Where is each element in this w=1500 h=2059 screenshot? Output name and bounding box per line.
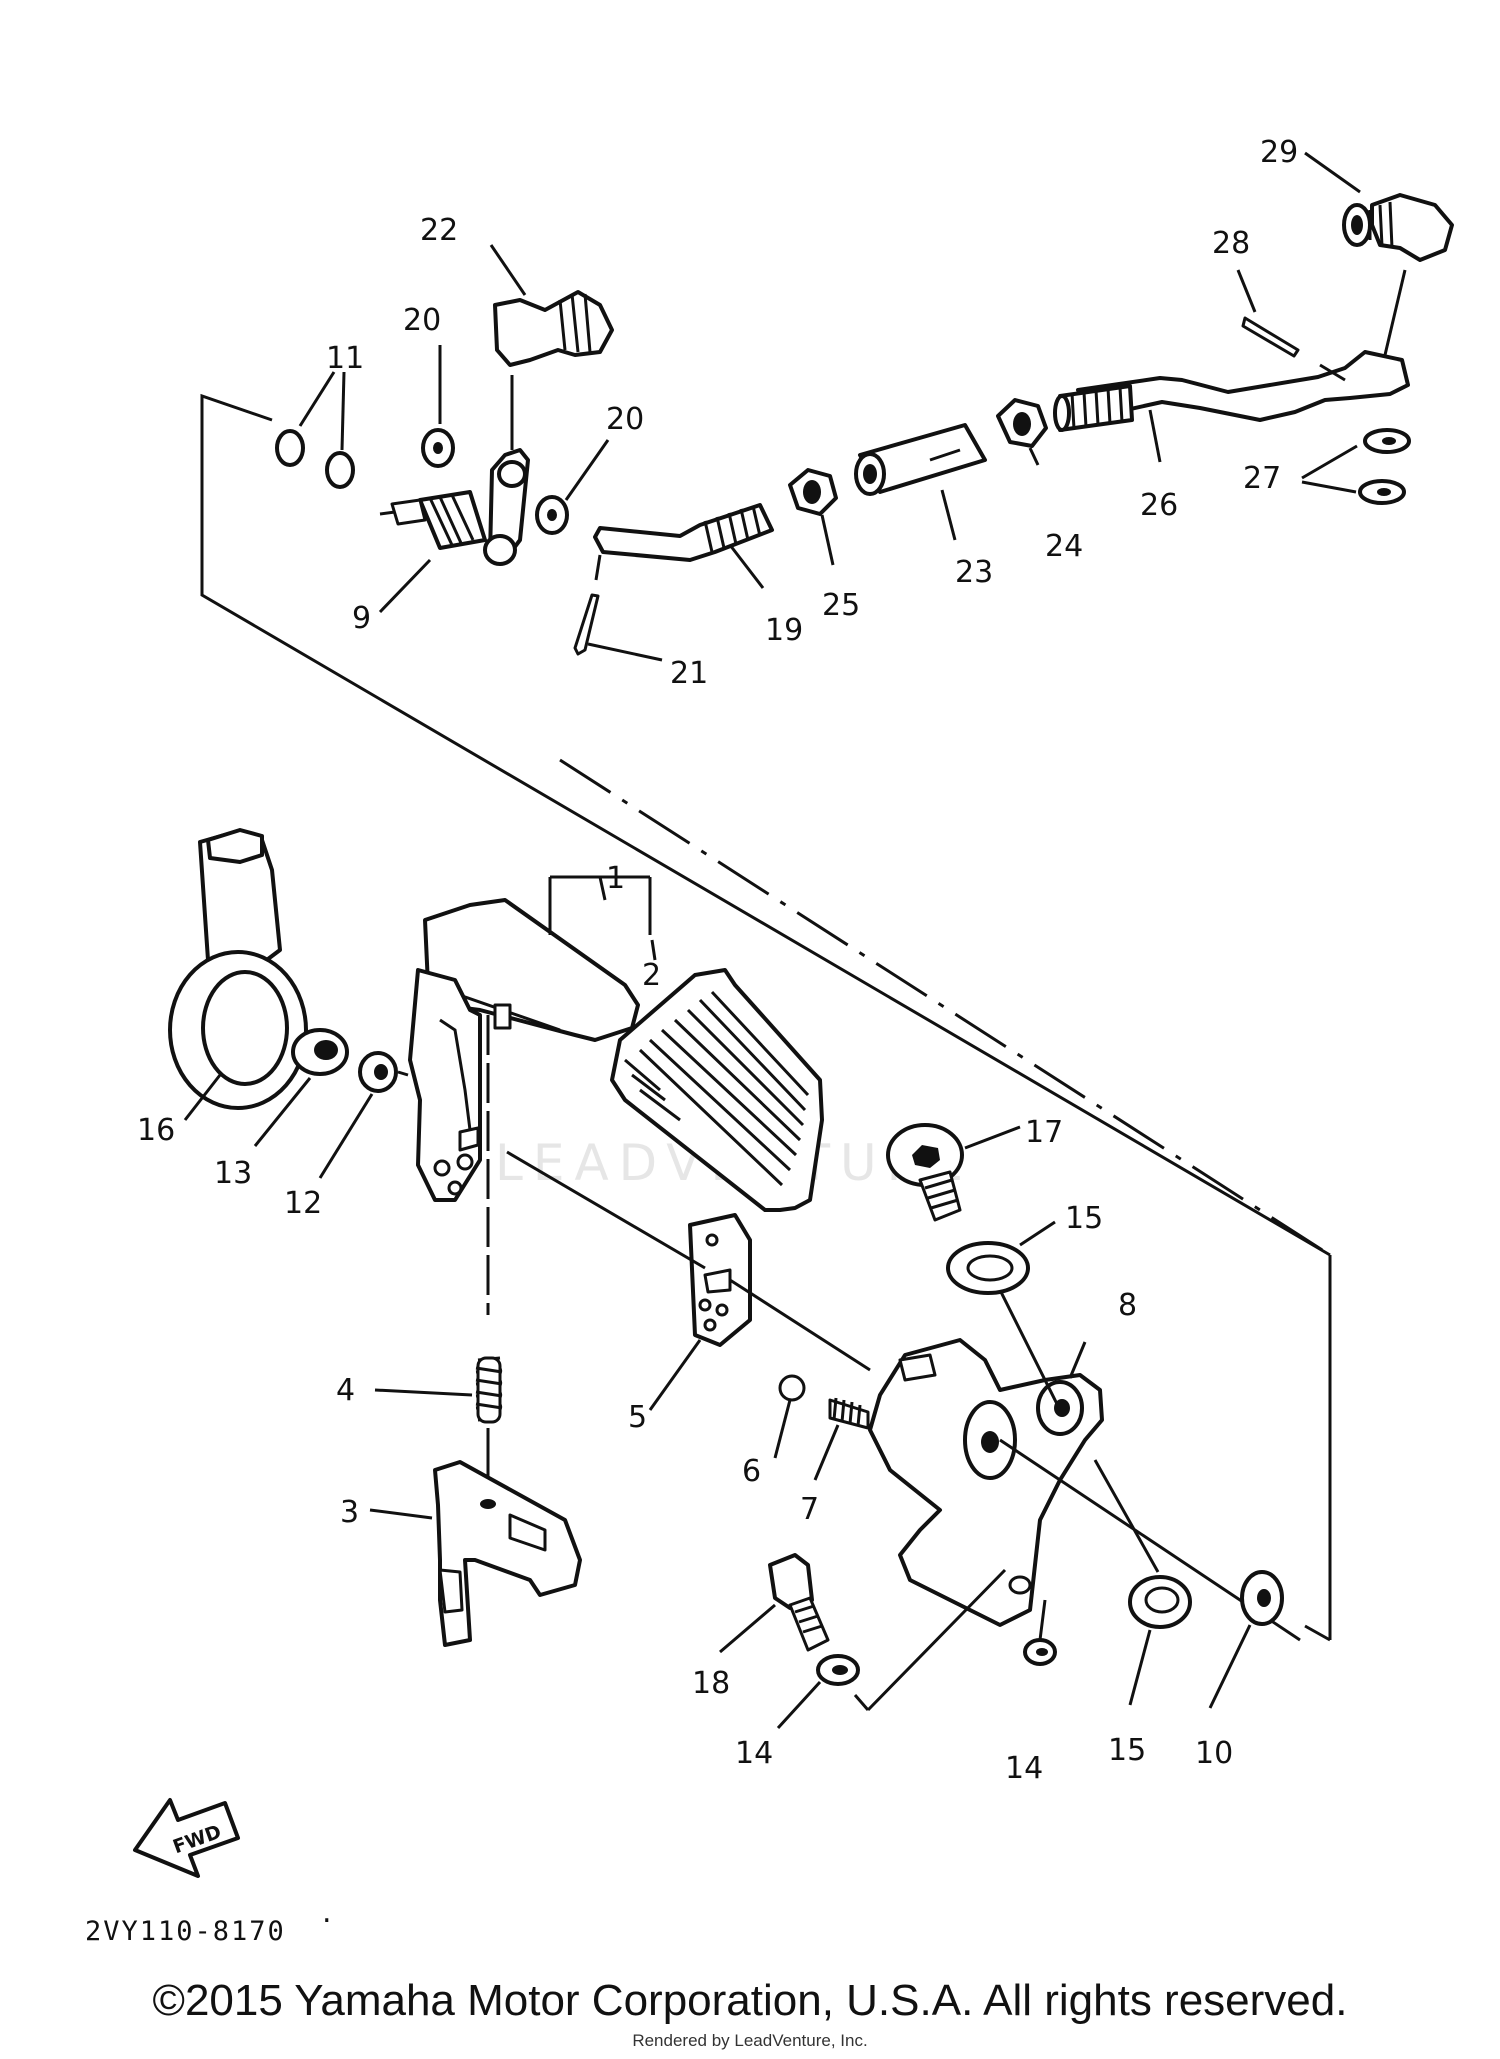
stray-dot: . xyxy=(322,1895,332,1930)
part-14-washer-left xyxy=(776,1568,1007,1730)
callout-26: 26 xyxy=(1140,488,1178,523)
part-3-detent-lever xyxy=(369,1460,582,1647)
part-25-nut xyxy=(788,468,838,566)
part-21-cotter-pin xyxy=(573,593,663,662)
callout-24: 24 xyxy=(1045,529,1083,564)
part-8-bracket xyxy=(868,1269,1301,1642)
callout-15-bottom: 15 xyxy=(1108,1733,1146,1768)
callout-19: 19 xyxy=(765,613,803,648)
part-19-rod xyxy=(593,503,774,589)
part-7-spring xyxy=(813,1397,870,1481)
callout-6: 6 xyxy=(742,1454,761,1489)
part-14-washer-right xyxy=(1023,1599,1057,1666)
part-18-bolt xyxy=(719,1553,830,1654)
part-16-cover xyxy=(168,828,308,1121)
callout-14-right: 14 xyxy=(1005,1751,1043,1786)
part-22-boot xyxy=(489,244,614,367)
callout-18: 18 xyxy=(692,1666,730,1701)
callout-15-top: 15 xyxy=(1065,1201,1103,1236)
part-10-washer xyxy=(1208,1570,1284,1709)
part-5-plate xyxy=(506,1150,871,1411)
part-29-boot xyxy=(1342,193,1454,262)
callout-25: 25 xyxy=(822,588,860,623)
diagram-code: 2VY110-8170 xyxy=(85,1916,286,1947)
part-24-nut xyxy=(996,398,1048,466)
callout-23: 23 xyxy=(955,555,993,590)
callout-labels: 1 2 3 4 5 6 7 8 9 10 11 12 13 14 14 15 1… xyxy=(137,135,1298,1786)
part-1-handle xyxy=(408,875,652,1202)
part-13-bushing xyxy=(253,1028,349,1147)
callout-20-left: 20 xyxy=(403,303,441,338)
callout-14-left: 14 xyxy=(735,1736,773,1771)
part-11-washers xyxy=(275,371,355,489)
callout-22: 22 xyxy=(420,213,458,248)
part-15-washer-bottom xyxy=(1093,1459,1192,1706)
callout-29: 29 xyxy=(1260,135,1298,170)
copyright-notice: ©2015 Yamaha Motor Corporation, U.S.A. A… xyxy=(152,1976,1348,2025)
callout-11: 11 xyxy=(326,341,364,376)
assembly-outline xyxy=(200,393,1332,1642)
part-27-washers xyxy=(1301,428,1411,505)
part-26-rod xyxy=(1053,269,1410,463)
callout-3: 3 xyxy=(340,1495,359,1530)
fwd-arrow-icon: FWD xyxy=(133,1798,240,1878)
part-9-lever xyxy=(378,375,530,614)
part-2-grip xyxy=(610,939,824,1212)
callout-2: 2 xyxy=(642,958,661,993)
callout-9: 9 xyxy=(352,601,371,636)
callout-7: 7 xyxy=(800,1492,819,1527)
callout-4: 4 xyxy=(336,1373,355,1408)
callout-1: 1 xyxy=(606,861,625,896)
callout-21: 21 xyxy=(670,656,708,691)
callout-10: 10 xyxy=(1195,1736,1233,1771)
part-12-washer xyxy=(318,1051,409,1179)
part-23-sleeve xyxy=(854,423,987,541)
callout-28: 28 xyxy=(1212,226,1250,261)
callout-5: 5 xyxy=(628,1400,647,1435)
part-15-washer-top xyxy=(946,1220,1056,1295)
callout-13: 13 xyxy=(214,1156,252,1191)
callout-12: 12 xyxy=(284,1186,322,1221)
callout-16: 16 xyxy=(137,1113,175,1148)
callout-27: 27 xyxy=(1243,461,1281,496)
callout-20-right: 20 xyxy=(606,402,644,437)
callout-8: 8 xyxy=(1118,1288,1137,1323)
part-17-bolt xyxy=(886,1123,1021,1222)
callout-17: 17 xyxy=(1025,1115,1063,1150)
part-20-washers xyxy=(421,345,610,535)
part-28-cotter-pin xyxy=(1236,269,1300,358)
rendered-by-notice: Rendered by LeadVenture, Inc. xyxy=(632,2031,868,2050)
part-6-ball xyxy=(773,1374,806,1459)
